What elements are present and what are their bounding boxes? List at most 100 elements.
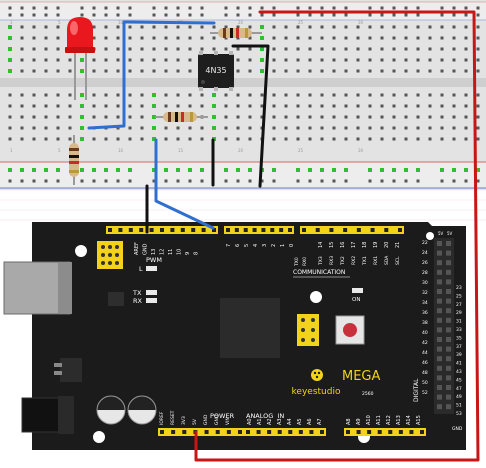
rail-hole [344,6,348,10]
breadboard-hole [188,25,192,29]
header-pin [243,228,248,232]
digital-pin-label: 34 [422,300,428,306]
header-pin [437,375,442,381]
breadboard-hole [296,47,300,51]
breadboard-hole [212,25,216,29]
breadboard-hole [116,47,120,51]
column-number: 10 [118,148,124,153]
red-led [65,17,95,100]
breadboard-hole [272,58,276,62]
breadboard-hole [248,115,252,119]
breadboard-hole [452,47,456,51]
rail-hole [188,6,192,10]
active-hole [8,36,12,40]
active-hole [80,104,84,108]
breadboard-hole [104,36,108,40]
digital-label: DIGITAL [413,378,420,402]
header-pin [437,241,442,246]
rail-hole [308,6,312,10]
active-hole [152,104,156,108]
breadboard-hole [164,137,168,141]
breadboard-hole [116,104,120,108]
breadboard-hole [404,126,408,130]
breadboard-hole [380,36,384,40]
header-communication [300,226,404,234]
rail-hole [80,179,84,183]
header-pin [437,250,442,256]
breadboard-hole [416,104,420,108]
breadboard-hole [248,58,252,62]
digital-pin-label: 35 [456,335,462,341]
breadboard-hole [440,126,444,130]
breadboard-hole [8,126,12,130]
breadboard-hole [272,137,276,141]
breadboard-hole [368,58,372,62]
capacitor-right [127,395,157,425]
column-number: 25 [298,20,304,25]
rail-hole [152,6,156,10]
breadboard-hole [356,69,360,73]
pwm-pin-label: 7 [226,244,232,247]
breadboard-hole [404,115,408,119]
rail-hole [116,13,120,17]
breadboard-hole [392,137,396,141]
breadboard-hole [332,25,336,29]
breadboard-hole [404,36,408,40]
rail-hole [92,13,96,17]
breadboard-hole [236,126,240,130]
digital-pin-label: 5V [438,231,444,236]
wire-blue-pin9 [154,138,215,230]
rail-hole [80,6,84,10]
rail-hole [200,6,204,10]
active-hole [80,126,84,130]
breadboard-hole [428,47,432,51]
breadboard-hole [248,36,252,40]
breadboard-hole [392,58,396,62]
breadboard-hole [152,25,156,29]
breadboard-hole [128,104,132,108]
breadboard-hole [368,115,372,119]
analog-pin-label: A3 [277,418,283,425]
breadboard-hole [32,58,36,62]
digital-pin-label: 5V [447,231,453,236]
breadboard-hole [104,115,108,119]
breadboard-hole [176,137,180,141]
header-pin [437,356,442,362]
wire-blue-led [87,20,216,130]
breadboard-hole [44,25,48,29]
breadboard-hole [404,69,408,73]
header-pin [437,327,442,333]
header-pin [139,228,144,232]
header-pin [288,430,293,434]
comm-pin-label: 21 [395,242,401,248]
breadboard-hole [260,115,264,119]
header-pin [446,365,451,371]
rail-hole [296,6,300,10]
breadboard-hole [464,93,468,97]
comm-pin-label: TX1 [362,256,368,266]
breadboard-hole [416,137,420,141]
active-hole [200,168,204,172]
breadboard-hole [308,36,312,40]
header-pin [215,430,220,434]
breadboard-hole [8,104,12,108]
active-hole [368,168,372,172]
rail-hole [56,6,60,10]
active-hole [248,168,252,172]
breadboard-hole [320,104,324,108]
breadboard-hole [296,25,300,29]
breadboard-hole [200,47,204,51]
communication-label: COMMUNICATION [293,269,345,276]
rail-hole [236,6,240,10]
breadboard-center-channel [0,78,486,87]
header-pin [384,228,389,232]
header-pin [346,430,350,434]
breadboard-hole [56,93,60,97]
header-pin [149,228,154,232]
breadboard-hole [56,126,60,130]
digital-pin-label: 48 [422,370,428,376]
rail-hole [128,13,132,17]
breadboard-hole [452,93,456,97]
breadboard-hole [44,93,48,97]
header-pin [437,404,442,410]
